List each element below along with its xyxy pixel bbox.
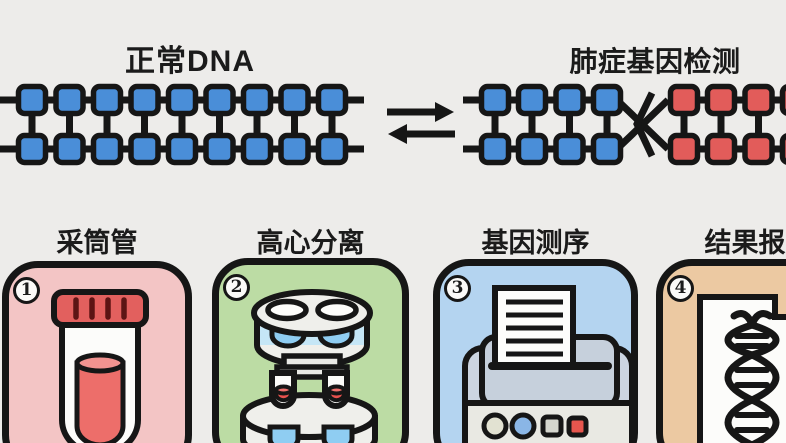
mutated-dna-strand-icon: [463, 83, 786, 166]
normal-dna-strand-icon: [0, 83, 364, 166]
step-3-title: 基因测序: [481, 228, 590, 258]
step-badge: 2: [223, 274, 250, 301]
gene-sequencer-icon: [462, 285, 635, 443]
step-badge: 1: [13, 277, 40, 304]
step-4-title: 结果报告: [704, 228, 786, 258]
step-badge: 3: [444, 275, 471, 302]
step-badge: 4: [667, 275, 694, 302]
dna-report-icon: [697, 294, 786, 443]
normal-dna-title: 正常DNA: [125, 45, 255, 78]
step-2-title: 高心分离: [256, 228, 365, 258]
blood-collection-tube-icon: [51, 289, 149, 443]
centrifuge-icon: [240, 289, 378, 443]
equilibrium-arrows-icon: [387, 102, 455, 144]
step-1-title: 采筒管: [56, 228, 138, 258]
mutated-dna-title: 肺症基因检测: [569, 46, 741, 77]
